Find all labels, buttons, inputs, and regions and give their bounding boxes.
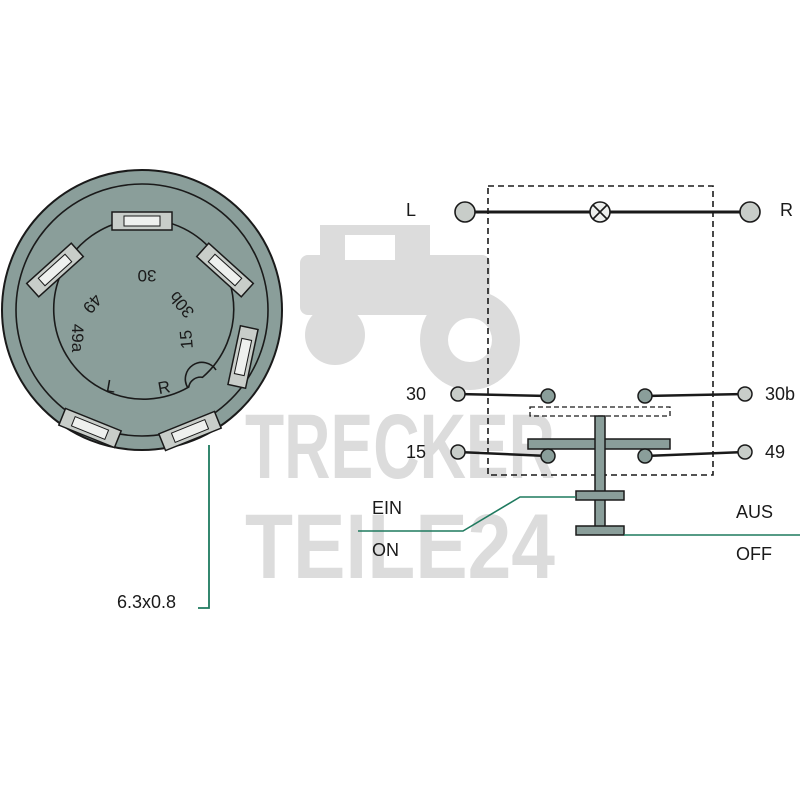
callout-leader-line	[198, 445, 210, 609]
label-ON: ON	[372, 540, 399, 560]
contact-30b-tip	[637, 388, 653, 404]
terminal-right	[227, 324, 259, 390]
pin-label-49a: 49a	[68, 324, 87, 353]
contact-49-tip	[637, 448, 653, 464]
watermark-line2: TEILE24	[245, 496, 555, 598]
label-R: R	[780, 200, 793, 220]
plunger-upper-plate	[575, 490, 625, 501]
terminal-lower-left	[57, 407, 123, 449]
connector-inner-ring	[15, 183, 269, 437]
terminal-size-label: 6.3x0.8	[117, 592, 176, 612]
watermark-line1: TRECKER	[245, 396, 555, 498]
ein-leader-line	[358, 496, 576, 532]
terminal-upper-right	[195, 242, 255, 298]
label-30b: 30b	[765, 384, 795, 404]
label-30: 30	[406, 384, 426, 404]
terminal-49-circle	[737, 444, 753, 460]
lamp-icon	[589, 201, 611, 223]
terminal-R-circle	[739, 201, 761, 223]
terminal-L-circle	[454, 201, 476, 223]
pin-label-L: L	[105, 376, 118, 396]
pin-label-30: 30	[138, 266, 157, 285]
label-AUS: AUS	[736, 502, 773, 522]
label-49: 49	[765, 442, 785, 462]
label-15: 15	[406, 442, 426, 462]
pin-label-R: R	[156, 377, 171, 398]
terminal-top	[111, 211, 173, 231]
plunger-shaft	[594, 415, 606, 532]
tractor-watermark-icon	[300, 225, 520, 390]
contact-30-tip	[540, 388, 556, 404]
switch-housing-dashed	[487, 185, 714, 476]
terminal-upper-left	[25, 242, 85, 298]
terminal-lower-right	[157, 410, 223, 452]
switch-schematic: L R 30 30b 15 49 EIN ON AUS OFF	[358, 185, 800, 564]
contact-15-tip	[540, 448, 556, 464]
label-EIN: EIN	[372, 498, 402, 518]
plunger-lower-plate	[575, 525, 625, 536]
pin-label-15: 15	[176, 329, 197, 350]
label-L: L	[406, 200, 416, 220]
label-OFF: OFF	[736, 544, 772, 564]
connector-face: 30 49 30b 49a 15 L R	[1, 169, 283, 452]
terminal-30-circle	[450, 386, 466, 402]
watermark: TRECKER TEILE24	[245, 225, 555, 598]
terminal-size-callout: 6.3x0.8	[117, 445, 210, 612]
connector-notch	[184, 361, 217, 389]
terminal-15-circle	[450, 444, 466, 460]
terminal-30b-circle	[737, 386, 753, 402]
